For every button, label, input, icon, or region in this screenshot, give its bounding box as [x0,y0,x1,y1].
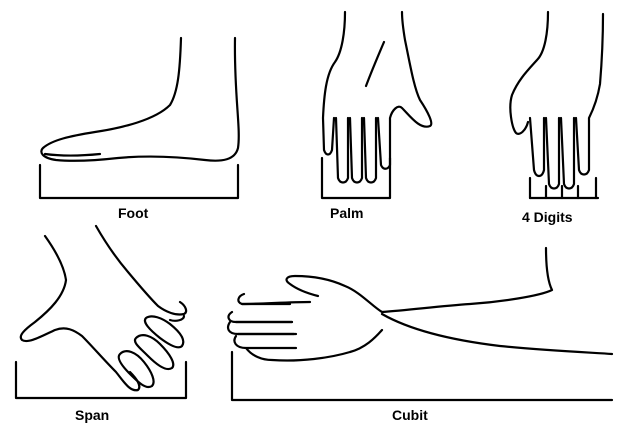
span-label: Span [75,408,109,422]
digits-hand-outline [510,12,603,189]
foot-label: Foot [118,206,148,220]
foot-toe-line [45,154,100,156]
digits-label: 4 Digits [522,210,573,224]
cubit-arm-outline [287,248,612,354]
palm-figure [322,12,431,198]
foot-measure-bracket [40,165,238,198]
palm-measure-bracket [322,158,390,198]
span-finger-2 [135,335,173,369]
span-figure [16,226,186,398]
cubit-finger-lines [236,304,294,334]
cubit-measure-bracket [232,352,612,400]
cubit-figure [228,248,612,400]
palm-hand-outline [323,12,431,183]
palm-label: Palm [330,206,363,220]
foot-outline [41,38,238,161]
foot-figure [40,38,239,198]
cubit-label: Cubit [392,408,428,422]
digits-figure [510,12,603,198]
palm-thumb-crease [366,42,384,86]
